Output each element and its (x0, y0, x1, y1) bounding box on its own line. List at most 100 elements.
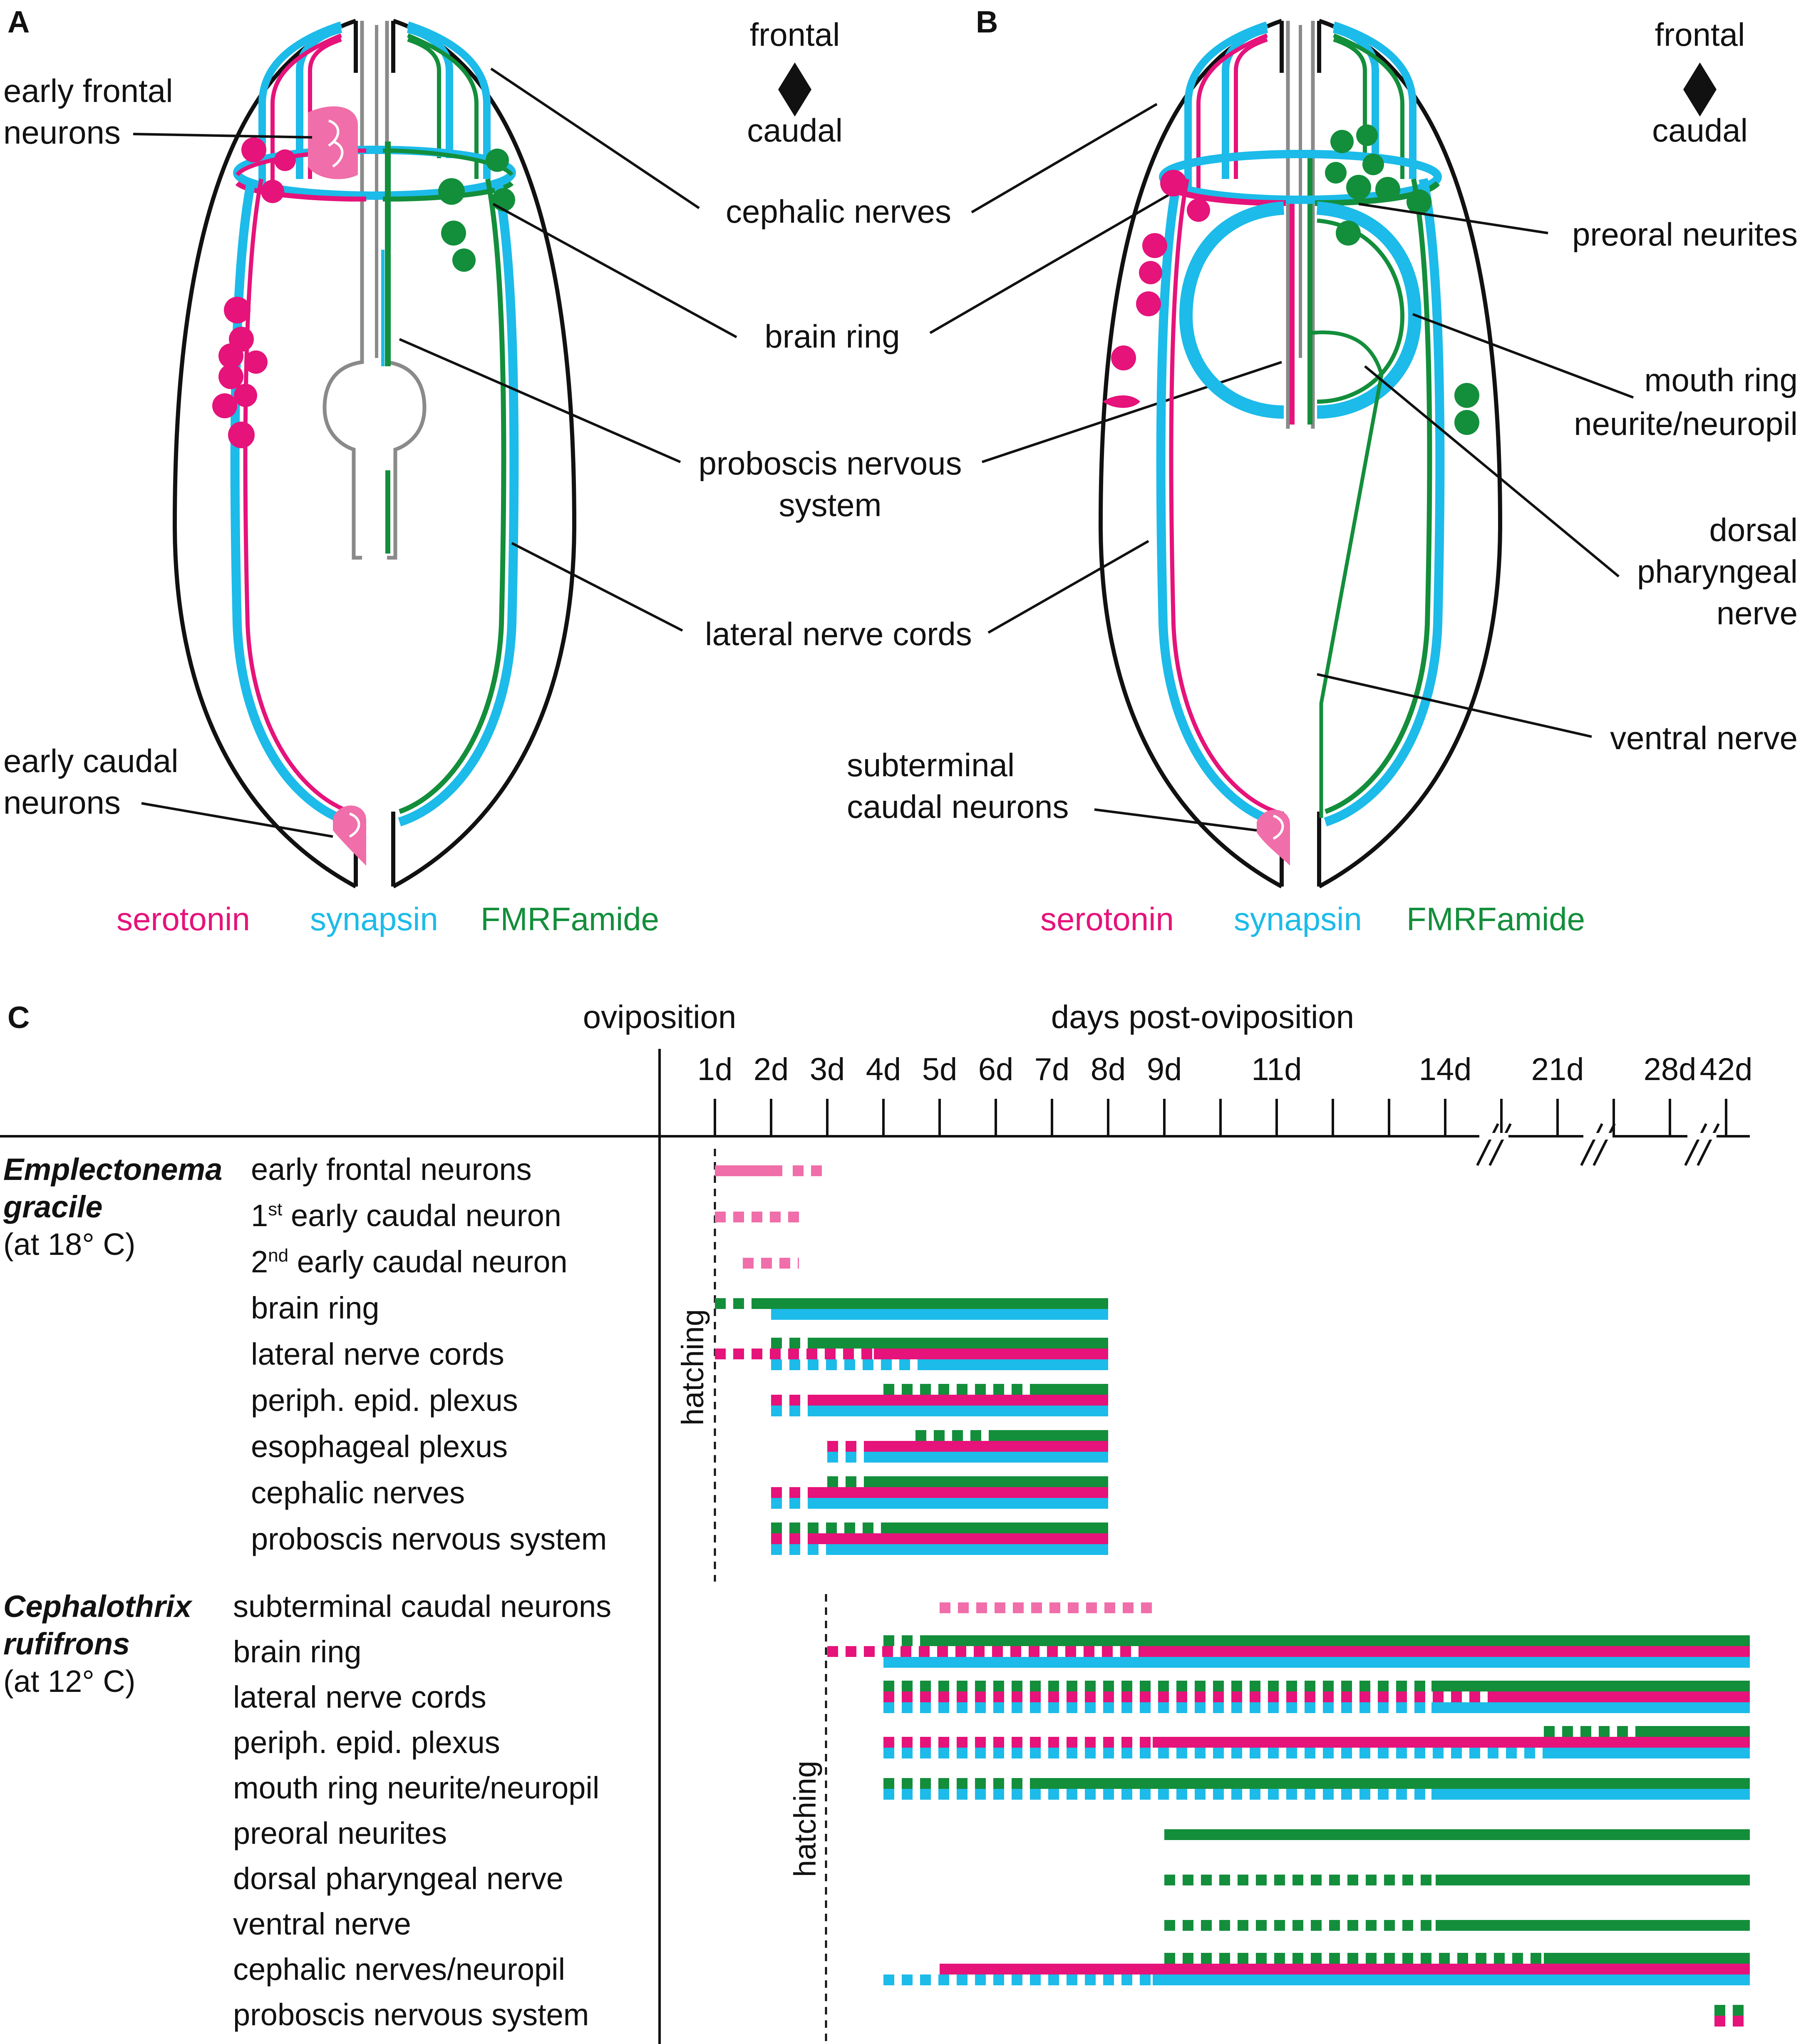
row-label: periph. epid. plexus (251, 1383, 518, 1418)
species-2-temperature: (at 12° C) (3, 1664, 135, 1699)
fmrfamide-neurons-a (438, 149, 515, 272)
tick-label-7d: 7d (1034, 1052, 1070, 1087)
larva-a-right-outline (392, 19, 577, 889)
larva-a-left-outline (172, 19, 357, 889)
hatching-label-2: hatching (788, 1761, 822, 1877)
row-label: proboscis nervous system (233, 1997, 589, 2032)
larva-b-right-outline (1318, 19, 1503, 889)
row-label: 1st early caudal neuron (251, 1198, 561, 1233)
lateral-nerve-cord-a-left (230, 178, 351, 827)
row-label: dorsal pharyngeal nerve (233, 1861, 563, 1896)
dorsal-pharyngeal-nerve (1310, 330, 1384, 375)
tick-label-3d: 3d (810, 1052, 845, 1087)
label-preoral-neurites: preoral neurites (1572, 216, 1798, 253)
lateral-nerve-cord-a-right (398, 178, 519, 827)
tick-label-8d: 8d (1091, 1052, 1126, 1087)
axis-break-1 (1476, 1123, 1512, 1166)
fmrfamide-neurons-b (1325, 124, 1479, 435)
hatching-label-1: hatching (675, 1309, 710, 1426)
label-ventral-nerve: ventral nerve (1610, 720, 1798, 756)
label-dorsal-pharyngeal-1: dorsal (1709, 512, 1798, 548)
row-labels: early frontal neurons 1st early caudal ne… (233, 1152, 611, 2032)
row-label: cephalic nerves/neuropil (233, 1952, 565, 1987)
row-label: preoral neurites (233, 1816, 447, 1850)
row-label: proboscis nervous system (251, 1522, 607, 1556)
orientation-caudal-b: caudal (1652, 112, 1748, 149)
tick-label-5d: 5d (922, 1052, 958, 1087)
tick-label-2d: 2d (754, 1052, 789, 1087)
label-dorsal-pharyngeal-2: pharyngeal (1637, 553, 1798, 590)
label-early-caudal-2: neurons (3, 784, 121, 821)
label-mouth-ring-2: neurite/neuropil (1574, 405, 1798, 442)
label-subterminal-1: subterminal (847, 747, 1015, 783)
proboscis-outline-a (322, 21, 364, 560)
legend-serotonin-a: serotonin (117, 901, 250, 937)
row-label: cephalic nerves (251, 1475, 465, 1510)
row-label: early frontal neurons (251, 1152, 532, 1187)
row-label: 2nd early caudal neuron (251, 1244, 568, 1279)
label-subterminal-2: caudal neurons (847, 788, 1069, 825)
ventral-nerve (1319, 374, 1384, 818)
center-labels: cephalic nerves brain ring proboscis ner… (399, 67, 1282, 652)
panel-b-letter: B (976, 5, 998, 39)
row-label: ventral nerve (233, 1907, 411, 1941)
legend-fmrfamide-b: FMRFamide (1407, 901, 1585, 937)
row-label: mouth ring neurite/neuropil (233, 1771, 599, 1805)
tick-label-28d: 28d (1644, 1052, 1697, 1087)
orientation-diamond-b (1683, 62, 1717, 117)
legend-synapsin-a: synapsin (310, 901, 438, 937)
label-days-post-oviposition: days post-oviposition (1051, 998, 1354, 1035)
lateral-nerve-cord-b-left (1156, 178, 1277, 827)
label-early-frontal-2: neurons (3, 114, 121, 151)
orientation-frontal-a: frontal (750, 16, 840, 53)
label-oviposition: oviposition (583, 998, 737, 1035)
species-1-genus: Emplectonema (3, 1152, 222, 1187)
row-label: subterminal caudal neurons (233, 1589, 611, 1624)
row-label: periph. epid. plexus (233, 1725, 500, 1760)
row-label: lateral nerve cords (233, 1680, 486, 1714)
panel-b: B (847, 5, 1798, 937)
axis-break-2 (1580, 1123, 1616, 1166)
orientation-frontal-b: frontal (1655, 16, 1745, 53)
row-label: esophageal plexus (251, 1429, 508, 1464)
serotonin-neurons-b (1103, 170, 1210, 408)
axis-break-marks (1476, 1123, 1720, 1166)
species-2-genus: Cephalothrix (3, 1589, 193, 1624)
panel-c-letter: C (7, 1000, 30, 1035)
row-label: brain ring (251, 1291, 380, 1325)
species-1-temperature: (at 18° C) (3, 1227, 135, 1262)
tick-label-42d: 42d (1700, 1052, 1753, 1087)
panel-a: A (3, 5, 843, 937)
serotonin-neurons-a (212, 137, 296, 448)
label-dorsal-pharyngeal-3: nerve (1717, 595, 1798, 631)
label-lateral-nerve-cords: lateral nerve cords (705, 616, 972, 652)
expression-bars (715, 1165, 1750, 2027)
label-brain-ring: brain ring (764, 318, 900, 355)
label-early-frontal-1: early frontal (3, 72, 173, 109)
tick-label-4d: 4d (866, 1052, 901, 1087)
legend-fmrfamide-a: FMRFamide (481, 901, 659, 937)
orientation-diamond-a (778, 62, 811, 117)
label-mouth-ring-1: mouth ring (1644, 362, 1798, 398)
tick-label-11d: 11d (1251, 1052, 1302, 1087)
tick-label-9d: 9d (1147, 1052, 1182, 1087)
orientation-caudal-a: caudal (747, 112, 843, 149)
tick-label-6d: 6d (978, 1052, 1014, 1087)
tick-label-21d: 21d (1531, 1052, 1584, 1087)
larva-b-left-outline (1098, 19, 1283, 889)
panel-a-letter: A (7, 5, 30, 39)
label-early-caudal-1: early caudal (3, 743, 179, 779)
mouth-ring-b (1179, 201, 1285, 419)
tick-label-14d: 14d (1419, 1052, 1472, 1087)
row-label: brain ring (233, 1634, 362, 1669)
label-proboscis-2: system (779, 487, 881, 523)
lateral-nerve-cord-b-right (1324, 178, 1445, 827)
axis-break-3 (1684, 1123, 1720, 1166)
legend-serotonin-b: serotonin (1040, 901, 1174, 937)
row-label: lateral nerve cords (251, 1337, 504, 1371)
label-cephalic-nerves: cephalic nerves (726, 193, 951, 230)
label-proboscis-1: proboscis nervous (699, 445, 962, 482)
